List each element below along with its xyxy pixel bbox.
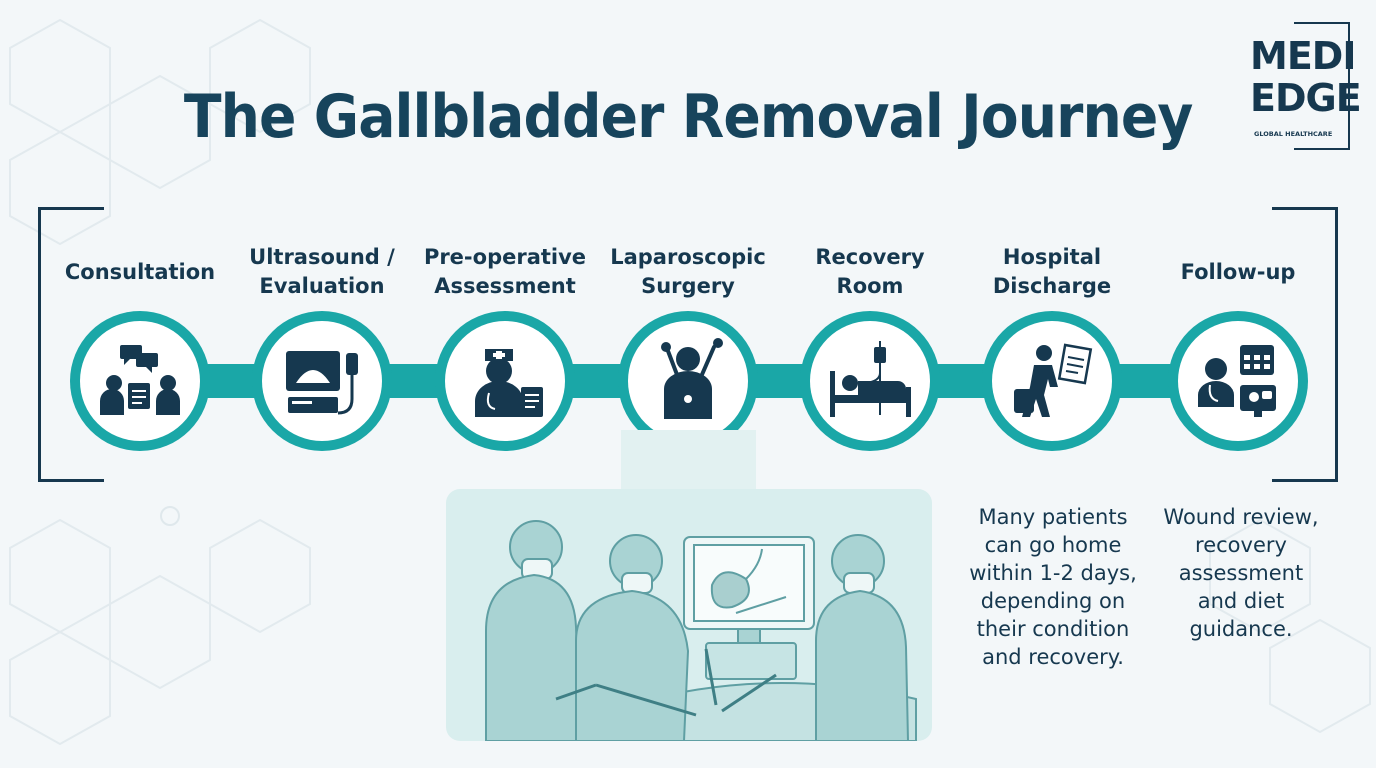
step-node-discharge <box>992 321 1112 441</box>
discharge-note: Many patients can go home within 1-2 day… <box>969 505 1137 669</box>
operating-room-illustration <box>485 520 917 741</box>
medi-edge-logo: MEDI EDGE GLOBAL HEALTHCARE <box>1250 22 1362 150</box>
logo-line-2: EDGE <box>1250 76 1362 120</box>
logo-tagline: GLOBAL HEALTHCARE <box>1254 130 1333 138</box>
step-node-preoperative <box>445 321 565 441</box>
step-label-preoperative: Pre-operative Assessment <box>423 245 587 298</box>
surgery-scene-connector <box>621 430 756 492</box>
logo-line-1: MEDI <box>1250 34 1356 78</box>
step-label-laparoscopic: Laparoscopic Surgery <box>610 245 766 298</box>
surgery-icon <box>661 338 723 419</box>
step-node-recovery-room <box>810 321 930 441</box>
step-label-ultrasound: Ultrasound / Evaluation <box>249 245 395 298</box>
bracket-left <box>38 207 104 482</box>
step-label-followup: Follow-up <box>1180 260 1296 284</box>
consultation-icon <box>100 345 180 415</box>
telehealth-icon <box>1198 345 1276 417</box>
followup-note: Wound review, recovery assessment and di… <box>1163 505 1319 641</box>
step-node-laparoscopic <box>628 321 748 441</box>
surgery-illustration <box>446 489 932 741</box>
hospital-bed-icon <box>830 341 911 417</box>
step-label-recovery-room: Recovery Room <box>815 245 925 298</box>
step-node-consultation <box>80 321 200 441</box>
discharge-icon <box>1014 343 1093 417</box>
step-label-discharge: Hospital Discharge <box>992 245 1112 298</box>
page-title: The Gallbladder Removal Journey <box>183 82 1193 152</box>
nurse-icon <box>475 349 543 417</box>
step-node-ultrasound <box>262 321 382 441</box>
step-node-followup <box>1178 321 1298 441</box>
ultrasound-icon <box>286 351 358 415</box>
bracket-right <box>1272 207 1338 482</box>
logo-frame <box>1294 22 1350 150</box>
step-label-consultation: Consultation <box>64 260 216 284</box>
